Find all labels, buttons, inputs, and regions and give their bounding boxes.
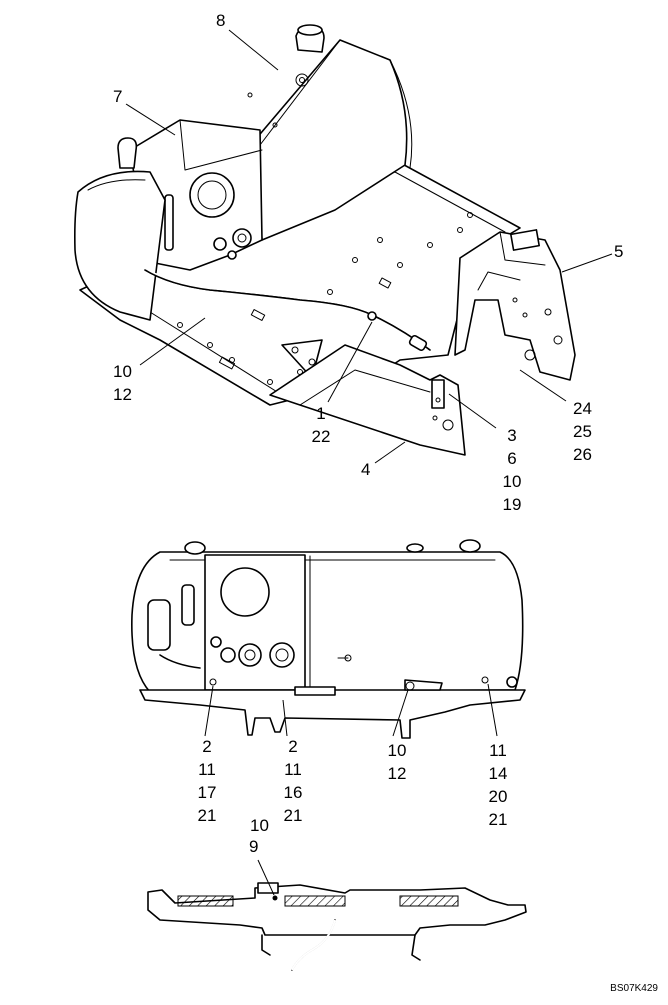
section-view [147,882,527,971]
callout-number: 25 [573,422,592,441]
callout-number: 12 [113,385,132,404]
callout-2-16: 2 11 16 21 [280,738,306,830]
callout-number: 6 [507,449,517,468]
callout-number: 21 [283,806,303,825]
callout-number: 14 [488,764,508,783]
floor-details [177,212,473,385]
callout-number: 17 [197,783,217,802]
callout-number: 26 [573,445,592,464]
callout-1-22: 1 22 [309,405,333,451]
callout-number: 5 [614,242,624,261]
drawing-reference: BS07K429 [610,983,658,994]
callout-number: 19 [502,495,522,514]
leaders-view3 [257,859,275,896]
callout-24-26: 24 25 26 [573,400,592,469]
callout-number: 1 [316,404,326,423]
callout-number: 4 [361,460,371,479]
callout-number: 12 [387,764,407,783]
right-upright [454,231,576,381]
callout-9: 9 [249,838,258,861]
callout-number: 2 [288,737,298,756]
callout-4: 4 [361,461,370,484]
callout-number: 20 [488,787,508,806]
callout-number: 10 [250,816,269,835]
callout-number: 16 [283,783,303,802]
callout-number: 10 [113,362,132,381]
front-bracket [269,344,466,456]
callout-number: 3 [507,426,517,445]
callout-10-12: 10 12 [113,363,132,409]
callout-8: 8 [216,12,225,35]
callout-10-12-front: 10 12 [384,742,410,788]
callout-7: 7 [113,88,122,111]
isometric-view [74,24,576,456]
section-body [147,884,527,936]
callout-number: 21 [488,810,508,829]
callout-number: 21 [197,806,217,825]
front-round-cover [220,567,270,617]
callout-number: 7 [113,87,123,106]
callout-5: 5 [614,243,623,266]
callout-number: 9 [249,837,259,856]
callout-2-17: 2 11 17 21 [194,738,220,830]
callout-number: 8 [216,11,226,30]
callout-3-19: 3 6 10 19 [499,427,525,519]
callout-number: 11 [198,760,216,779]
callout-number: 10 [387,741,407,760]
leaders-view1 [125,29,613,464]
side-cover [74,170,166,321]
round-cover [189,172,235,218]
callout-number: 24 [573,399,592,418]
front-view [131,539,526,739]
front-base-plate [139,689,526,739]
callout-number: 2 [202,737,212,756]
callout-number: 22 [311,427,331,446]
callout-10-section: 10 [250,817,269,840]
callout-number: 10 [502,472,522,491]
callout-number: 11 [489,741,507,760]
leaders-view2 [204,683,498,737]
callout-number: 11 [284,760,302,779]
callout-11-14: 11 14 20 21 [485,742,511,834]
hose-inner [144,269,431,351]
